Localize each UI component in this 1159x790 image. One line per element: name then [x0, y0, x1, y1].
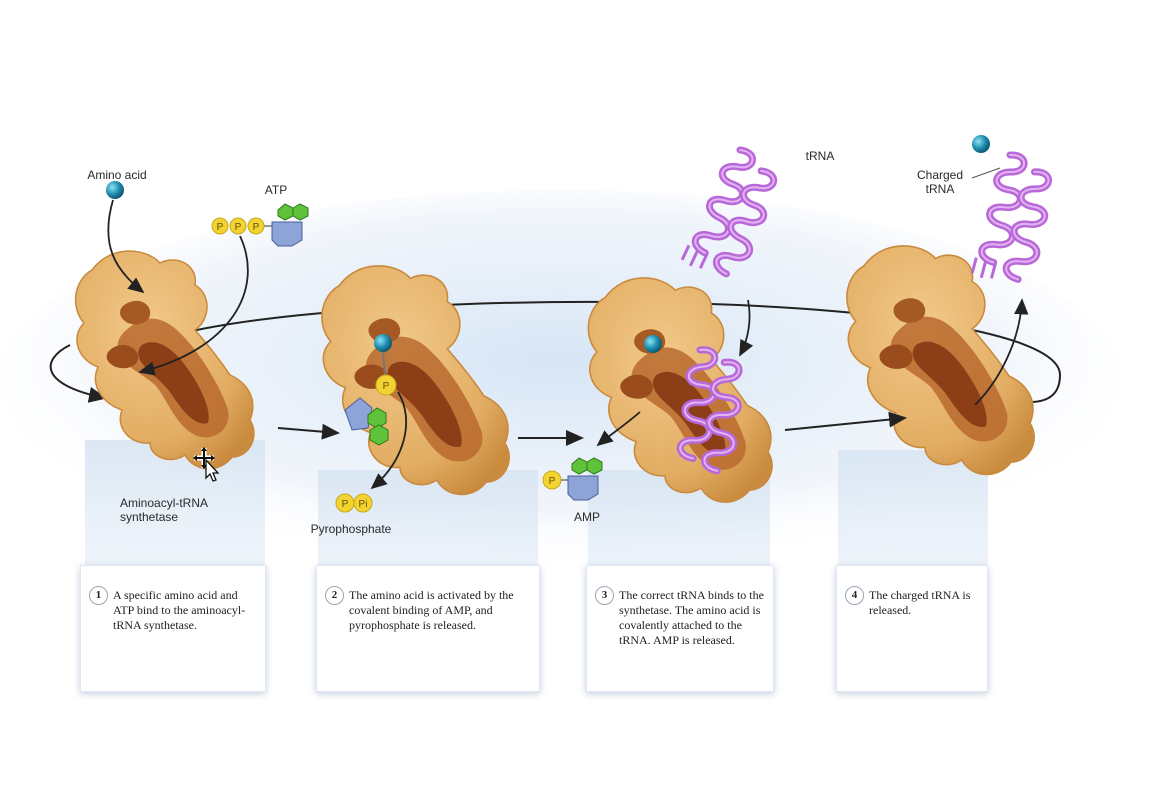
trna-label: tRNA	[805, 149, 835, 163]
release-arrow	[974, 298, 1029, 406]
charged-trna-leader	[971, 167, 1001, 179]
step-card-1: 1 A specific amino acid and ATP bind to …	[80, 565, 266, 692]
step-card-4: 4 The charged tRNA is released.	[836, 565, 988, 692]
step-text-3: The correct tRNA binds to the synthetase…	[619, 588, 764, 647]
step-number-2: 2	[325, 586, 344, 605]
pyrophosphate-label: Pyrophosphate	[310, 522, 392, 536]
charged-amino-acid-ball	[972, 135, 990, 153]
step-card-3: 3 The correct tRNA binds to the syntheta…	[586, 565, 774, 692]
pyrophosphate-p-label: P	[342, 499, 349, 510]
charged-trna-label-line2: tRNA	[925, 182, 955, 196]
step-text-1: A specific amino acid and ATP bind to th…	[113, 588, 246, 632]
charged-trna-label-line1: Charged	[916, 168, 964, 182]
amp-label: AMP	[573, 510, 600, 524]
amp-arrow	[596, 411, 641, 447]
mouse-move-cursor-icon	[193, 447, 220, 482]
step-text-4: The charged tRNA is released.	[869, 588, 971, 617]
atp-arrow	[138, 235, 249, 376]
amp-p-label: P	[549, 476, 556, 487]
trna-incoming	[680, 146, 787, 286]
bound-amino-acid-ball	[644, 335, 662, 353]
synthetase-label-line2: synthetase	[120, 510, 179, 524]
amino-acid-arrow	[107, 199, 145, 294]
synthetase-label: Aminoacyl-tRNA synthetase	[120, 496, 240, 524]
pyrophosphate-arrow	[370, 391, 407, 490]
trna-arrow	[739, 299, 754, 357]
charged-trna-label: Charged tRNA	[900, 168, 980, 196]
atp-molecule: P P P	[211, 203, 309, 247]
step-card-2: 2 The amino acid is activated by the cov…	[316, 565, 540, 692]
synthetase-label-line1: Aminoacyl-tRNA	[120, 496, 209, 510]
step-number-4: 4	[845, 586, 864, 605]
charged-trna	[970, 152, 1060, 290]
pyrophosphate-pi-label: Pi	[359, 499, 368, 510]
step-number-1: 1	[89, 586, 108, 605]
aminoacyl-amp: P	[344, 334, 397, 446]
arrow-step1-to-step2	[277, 423, 340, 440]
svg-text:P: P	[383, 381, 390, 392]
step-text-2: The amino acid is activated by the coval…	[349, 588, 514, 632]
cycle-loop	[119, 300, 1062, 403]
step-number-3: 3	[595, 586, 614, 605]
cycle-loop-left	[49, 344, 107, 403]
svg-text:P: P	[217, 222, 224, 233]
arrow-step3-to-step4	[784, 411, 907, 431]
atp-label: ATP	[264, 183, 288, 197]
pyrophosphate-molecule: P Pi	[335, 493, 373, 513]
amino-acid-label: Amino acid	[87, 168, 147, 182]
amino-acid-ball	[106, 181, 124, 199]
svg-text:P: P	[235, 222, 242, 233]
amp-molecule: P	[542, 457, 603, 501]
svg-text:P: P	[253, 222, 260, 233]
